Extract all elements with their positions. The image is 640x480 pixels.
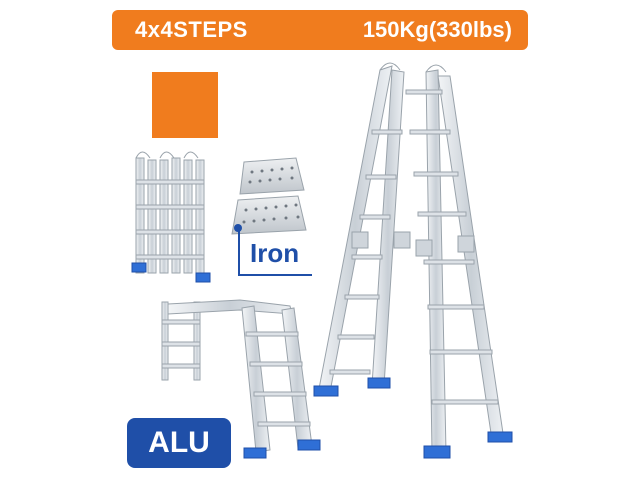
alu-label: ALU xyxy=(148,426,210,459)
iron-label: Iron xyxy=(250,238,300,268)
alu-badge xyxy=(127,418,231,468)
scaffold-ladder-illustration xyxy=(161,299,321,459)
top-banner xyxy=(112,10,528,50)
iron-callout-dot xyxy=(234,224,242,232)
color-swatch xyxy=(152,72,218,138)
iron-callout-bracket xyxy=(238,230,312,276)
a-frame-ladder-illustration xyxy=(313,62,513,459)
folded-ladder-illustration xyxy=(131,151,211,283)
load-capacity-label: 150Kg(330lbs) xyxy=(362,17,512,42)
iron-platform-illustration xyxy=(231,157,307,235)
steps-label: 4x4STEPS xyxy=(135,17,248,42)
